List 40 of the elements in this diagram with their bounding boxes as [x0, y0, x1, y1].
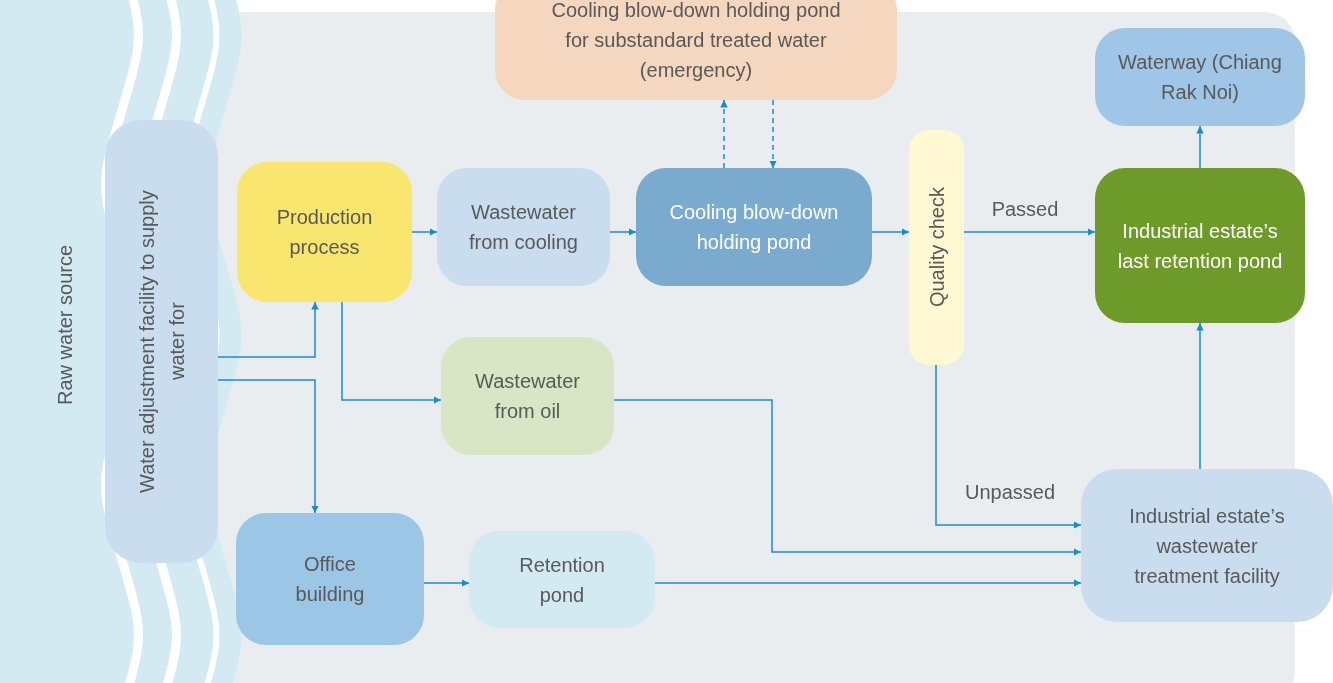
- arrow: [423, 579, 470, 587]
- box-label: Wastewater from cooling: [468, 200, 579, 255]
- arrow: [1196, 125, 1204, 169]
- arrow: [217, 301, 319, 358]
- water-source-label: Raw water source: [53, 243, 77, 408]
- arrow: [720, 99, 728, 169]
- box-label: Waterway (Chiang Rak Noi): [1117, 50, 1283, 105]
- process-box: [437, 168, 610, 286]
- process-box: [236, 513, 424, 645]
- box-label: Production process: [275, 205, 374, 260]
- arrow: [769, 99, 777, 169]
- arrow: [613, 399, 1082, 556]
- arrow: [654, 579, 1082, 587]
- box-label: Retention pond: [518, 552, 606, 608]
- arrow: [217, 379, 319, 514]
- process-box: [636, 168, 872, 286]
- arrow: [341, 301, 442, 404]
- process-box: [1095, 168, 1305, 323]
- box-label: Cooling blow-down holding pond: [668, 200, 840, 255]
- process-box: [909, 130, 964, 365]
- process-box: [237, 162, 412, 302]
- process-box: [1081, 469, 1333, 622]
- box-label: Industrial estate’s last retention pond: [1116, 218, 1284, 274]
- box-label: Cooling blow-down holding pond for substandard treated water (emergency): [550, 0, 842, 83]
- arrow: [609, 228, 637, 236]
- box-label: Quality check: [924, 187, 949, 308]
- arrow: [411, 228, 438, 236]
- process-box: [441, 337, 614, 455]
- box-label: Water adjustment facility to supply water for: [134, 189, 189, 495]
- box-label: Office building: [294, 552, 366, 607]
- arrow: [963, 228, 1096, 236]
- arrow: [935, 364, 1082, 529]
- process-box: [1095, 28, 1305, 126]
- process-box: [469, 531, 655, 628]
- process-box: [105, 120, 218, 563]
- arrow: [871, 228, 910, 236]
- box-label: Wastewater from oil: [474, 369, 581, 424]
- box-label: Industrial estate’s wastewater treatment facility: [1128, 503, 1286, 589]
- process-box: [495, 0, 897, 100]
- arrow: [1196, 322, 1204, 470]
